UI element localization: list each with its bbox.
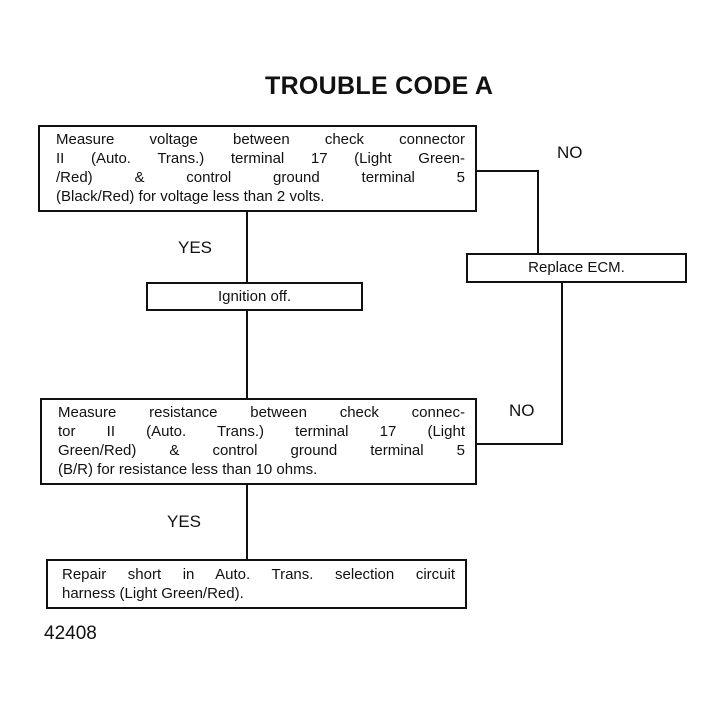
figure-number: 42408 [44, 623, 97, 644]
step1-line-4: (Black/Red) for voltage less than 2 volt… [56, 188, 325, 205]
ignition-off-text: Ignition off. [217, 288, 292, 305]
yes-label-1: YES [178, 238, 213, 257]
repair-box: Repair short in Auto. Trans. selection c… [46, 559, 467, 609]
repair-line-1: Repair short in Auto. Trans. selection c… [62, 566, 455, 583]
no-label-1: NO [557, 143, 583, 162]
step1-box: Measure voltage between check connector … [38, 125, 477, 212]
step2-box: Measure resistance between check connec-… [40, 398, 477, 485]
replace-ecm-box: Replace ECM. [466, 253, 687, 283]
step1-line-3: /Red) & control ground terminal 5 [56, 169, 465, 186]
step1-line-1: Measure voltage between check connector [56, 131, 465, 148]
ignition-off-box: Ignition off. [146, 282, 363, 311]
yes-label-2: YES [167, 512, 202, 531]
step2-line-1: Measure resistance between check connec- [58, 404, 465, 421]
step2-line-4: (B/R) for resistance less than 10 ohms. [58, 461, 318, 478]
no-label-2: NO [509, 401, 535, 420]
page-title: TROUBLE CODE A [265, 72, 494, 100]
connector-step1-to-replace-ecm [477, 170, 539, 254]
step1-line-2: II (Auto. Trans.) terminal 17 (Light Gre… [56, 150, 465, 167]
replace-ecm-text: Replace ECM. [528, 259, 625, 276]
repair-line-2: harness (Light Green/Red). [62, 585, 244, 602]
step2-line-3: Green/Red) & control ground terminal 5 [58, 442, 465, 459]
step2-line-2: tor II (Auto. Trans.) terminal 17 (Light [58, 423, 465, 440]
connector-step2-to-replace-ecm [477, 282, 563, 445]
